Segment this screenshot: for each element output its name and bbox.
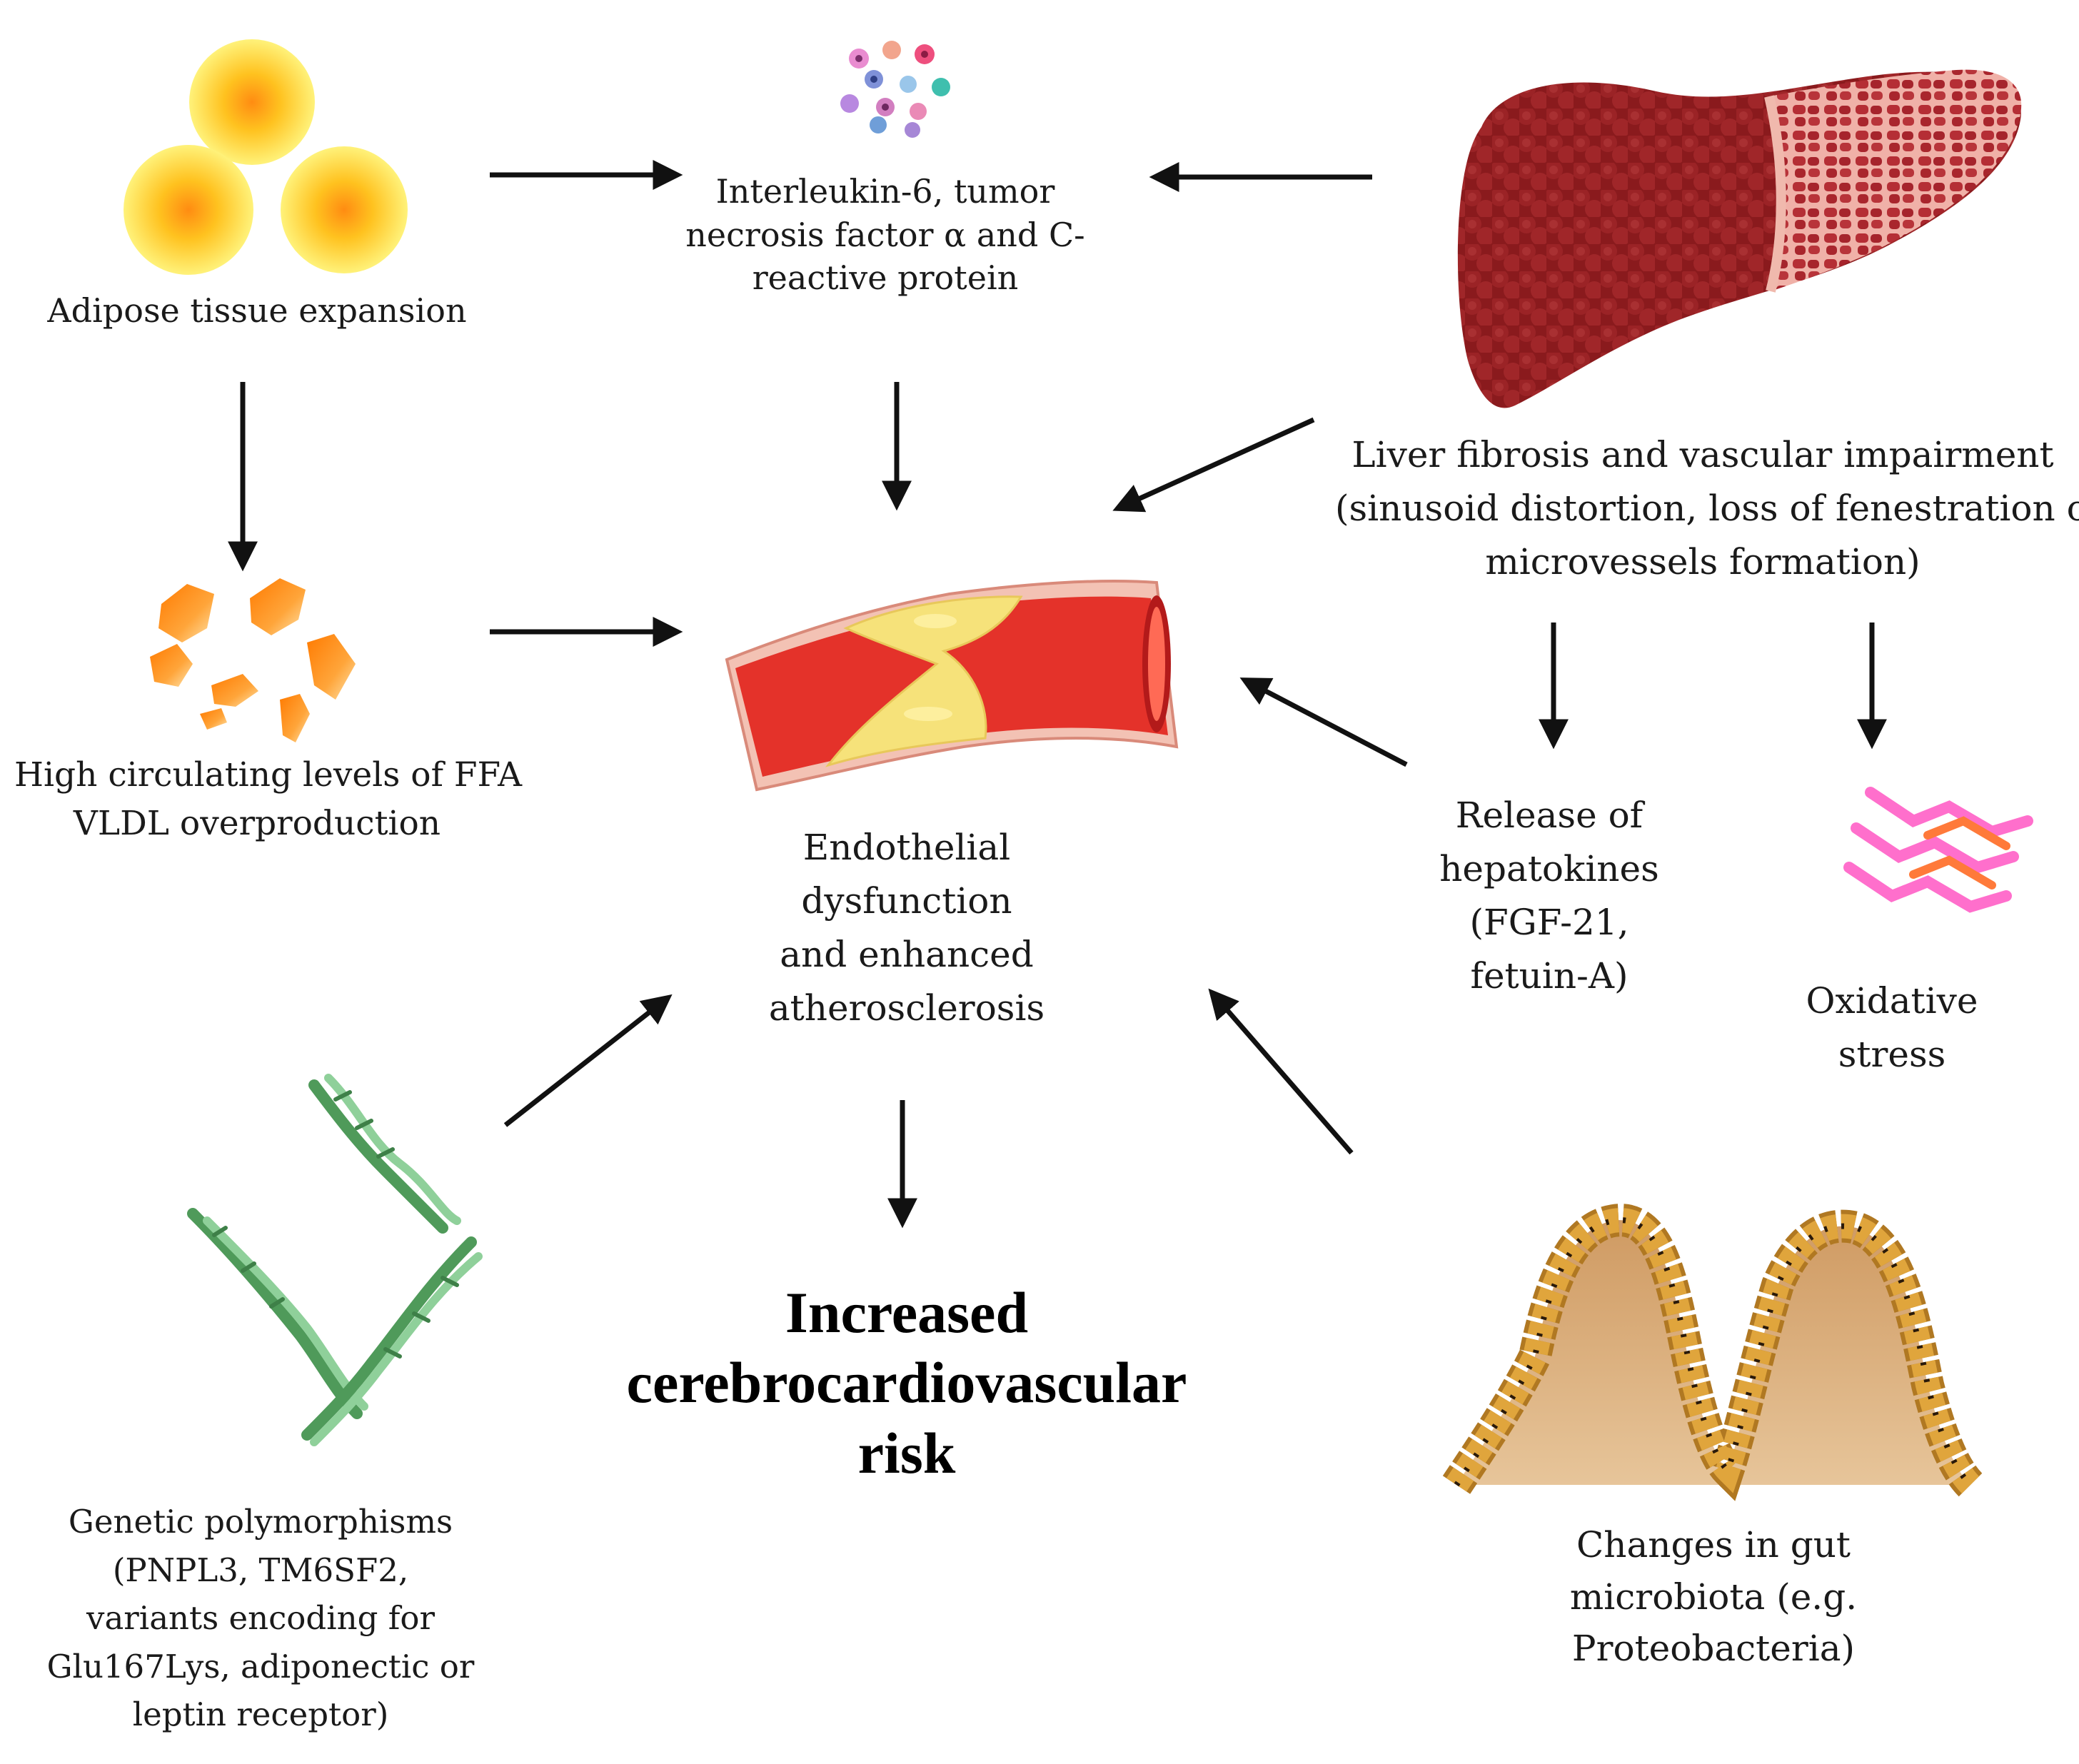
fibrotic-liver-icon (1457, 69, 2022, 408)
genetic-label-line: Genetic polymorphisms (68, 1503, 453, 1541)
endothelial-label-line: atherosclerosis (768, 987, 1045, 1029)
hepatokines-label-line: hepatokines (1439, 848, 1659, 889)
oxidative-label-line: stress (1838, 1034, 1946, 1075)
oxidative-stress-icon (1843, 787, 2033, 913)
arrow-liver-to-endothelial (1112, 417, 1315, 513)
immune-cells-icon (840, 41, 950, 138)
gut-label-line: Changes in gut (1576, 1524, 1851, 1566)
arrow-hepatokines-to-endothelial (1239, 677, 1408, 767)
liver-label: Liver fibrosis and vascular impairment (… (1335, 428, 2079, 589)
endothelial-label-line: dysfunction (801, 880, 1012, 922)
atherosclerotic-artery-icon (725, 579, 1179, 792)
cytokines-label-line: Interleukin-6, tumor (715, 172, 1055, 211)
arrows (228, 160, 1887, 1229)
endothelial-label-line: Endothelial (802, 827, 1011, 868)
hepatokines-label: Release of hepatokines (FGF-21, fetuin-A… (1414, 789, 1685, 1003)
liver-label-line: (sinusoid distortion, loss of fenestrati… (1335, 488, 2079, 529)
risk-label-line: Increased (785, 1280, 1029, 1345)
risk-label: Increased cerebrocardiovascular risk (557, 1278, 1257, 1488)
cytokines-label-line: reactive protein (752, 258, 1019, 298)
adipose-label-line: Adipose tissue expansion (47, 291, 467, 330)
cytokines-label: Interleukin-6, tumor necrosis factor α a… (671, 170, 1099, 300)
endothelial-label-line: and enhanced (780, 934, 1034, 975)
arrow-gut-to-endothelial (1208, 988, 1354, 1155)
adipose-label: Adipose tissue expansion (43, 289, 471, 333)
gut-label-line: Proteobacteria) (1571, 1628, 1856, 1669)
risk-label-line: risk (857, 1420, 956, 1486)
gut-label: Changes in gut microbiota (e.g. Proteoba… (1514, 1519, 1913, 1675)
liver-label-line: Liver fibrosis and vascular impairment (1351, 434, 2054, 475)
oxidative-label-line: Oxidative (1806, 980, 1978, 1022)
genetic-label-line: Glu167Lys, adiponectic or (46, 1647, 475, 1685)
ffa-label-line: VLDL overproduction (73, 804, 441, 844)
ffa-label: High circulating levels of FFA VLDL over… (14, 751, 523, 848)
genetic-label-line: variants encoding for (86, 1599, 435, 1637)
endothelial-label: Endothelial dysfunction and enhanced ath… (728, 821, 1085, 1035)
gut-label-line: microbiota (e.g. (1569, 1576, 1858, 1618)
hepatokines-label-line: Release of (1455, 795, 1643, 836)
arrow-genetic-to-endothelial (503, 994, 673, 1127)
hepatokines-label-line: fetuin-A) (1470, 955, 1629, 997)
risk-label-line: cerebrocardiovascular (626, 1350, 1187, 1416)
genetic-label: Genetic polymorphisms (PNPL3, TM6SF2, va… (29, 1498, 493, 1739)
cytokines-label-line: necrosis factor α and C- (685, 215, 1085, 254)
dna-helix-icon (187, 1074, 483, 1446)
liver-label-line: microvessels formation) (1485, 541, 1921, 583)
oxidative-label: Oxidative stress (1785, 974, 1999, 1082)
intestinal-villi-icon (1442, 1204, 1983, 1501)
genetic-label-line: (PNPL3, TM6SF2, (112, 1551, 409, 1589)
hepatokines-label-line: (FGF-21, (1469, 902, 1629, 943)
adipocytes-icon (124, 39, 408, 275)
lipid-fragments-icon (150, 578, 356, 742)
genetic-label-line: leptin receptor) (132, 1695, 389, 1733)
ffa-label-line: High circulating levels of FFA (14, 755, 523, 795)
